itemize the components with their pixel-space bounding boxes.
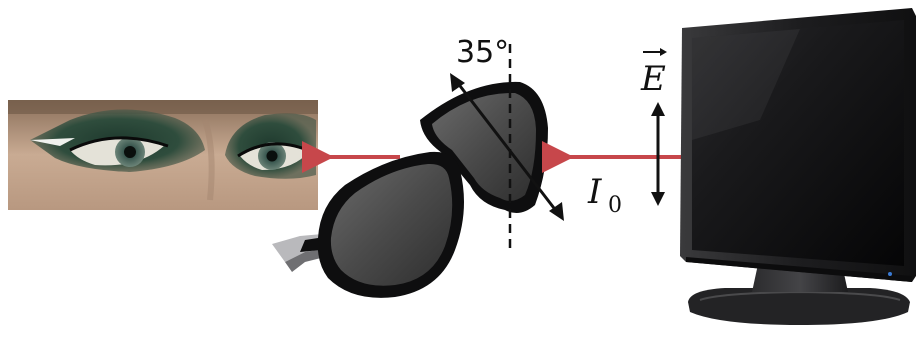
electric-field-label: E	[640, 48, 667, 99]
angle-label: 35°	[456, 35, 509, 70]
svg-text:I: I	[587, 172, 602, 212]
lcd-monitor-icon	[680, 8, 916, 325]
field-oscillation-arrow	[651, 102, 665, 206]
svg-text:0: 0	[608, 193, 622, 218]
intensity-label: I 0	[587, 172, 622, 218]
eyes-photo-icon	[8, 100, 318, 210]
svg-text:E: E	[640, 59, 666, 99]
